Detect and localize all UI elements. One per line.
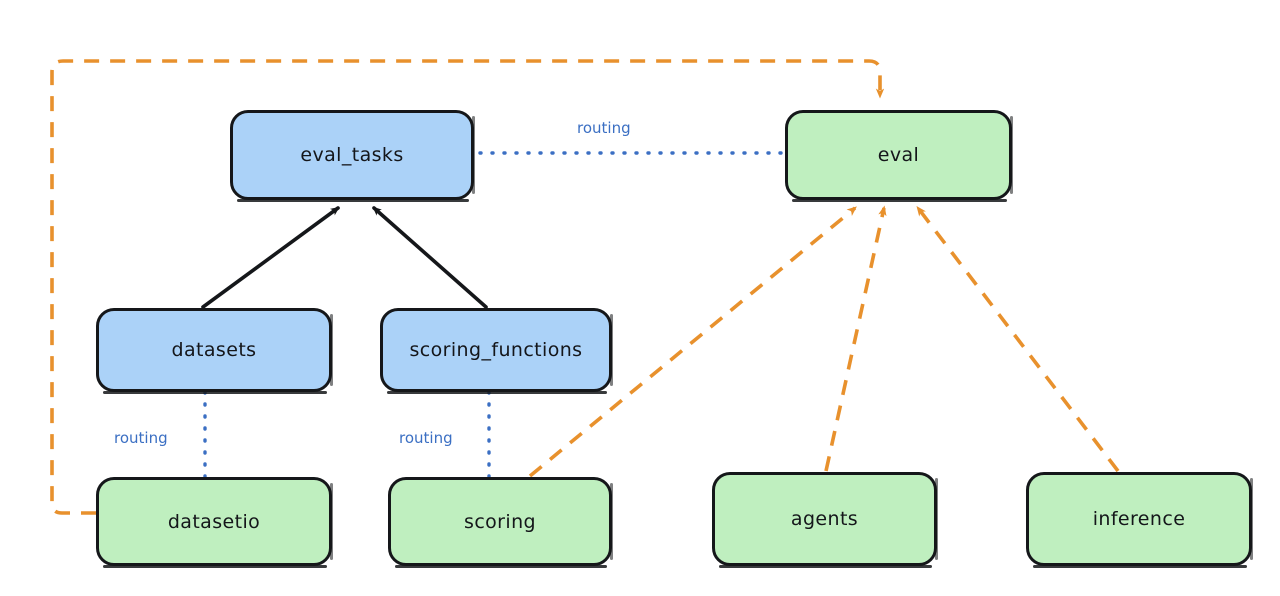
edge-label-routing-eval: routing — [577, 119, 631, 137]
node-scoring-label: scoring — [464, 510, 536, 533]
node-eval-tasks-label: eval_tasks — [300, 144, 404, 166]
edge-scoring-functions-eval-tasks — [372, 206, 488, 309]
node-scoring-functions-label: scoring_functions — [409, 339, 583, 361]
node-scoring-functions[interactable]: scoring_functions — [380, 308, 613, 394]
node-agents-label: agents — [790, 508, 859, 530]
edge-scoring-eval — [528, 206, 857, 478]
node-eval[interactable]: eval — [785, 110, 1013, 202]
edge-inference-eval — [916, 206, 1120, 473]
node-inference[interactable]: inference — [1026, 472, 1253, 568]
node-inference-label: inference — [1092, 508, 1186, 530]
node-scoring[interactable]: scoring — [388, 477, 613, 568]
node-datasets[interactable]: datasets — [96, 308, 333, 394]
node-eval-label: eval — [877, 144, 920, 166]
edge-datasets-eval-tasks — [201, 206, 340, 309]
edge-datasetio-eval — [50, 59, 885, 515]
node-eval-tasks[interactable]: eval_tasks — [230, 110, 475, 202]
node-datasetio-label: datasetio — [167, 510, 261, 533]
edge-agents-eval — [824, 205, 887, 472]
node-datasetio[interactable]: datasetio — [96, 477, 333, 568]
node-datasets-label: datasets — [171, 339, 257, 361]
edge-label-routing-scoring: routing — [399, 429, 453, 447]
node-agents[interactable]: agents — [712, 472, 938, 568]
edge-label-routing-datasetio: routing — [114, 429, 168, 447]
